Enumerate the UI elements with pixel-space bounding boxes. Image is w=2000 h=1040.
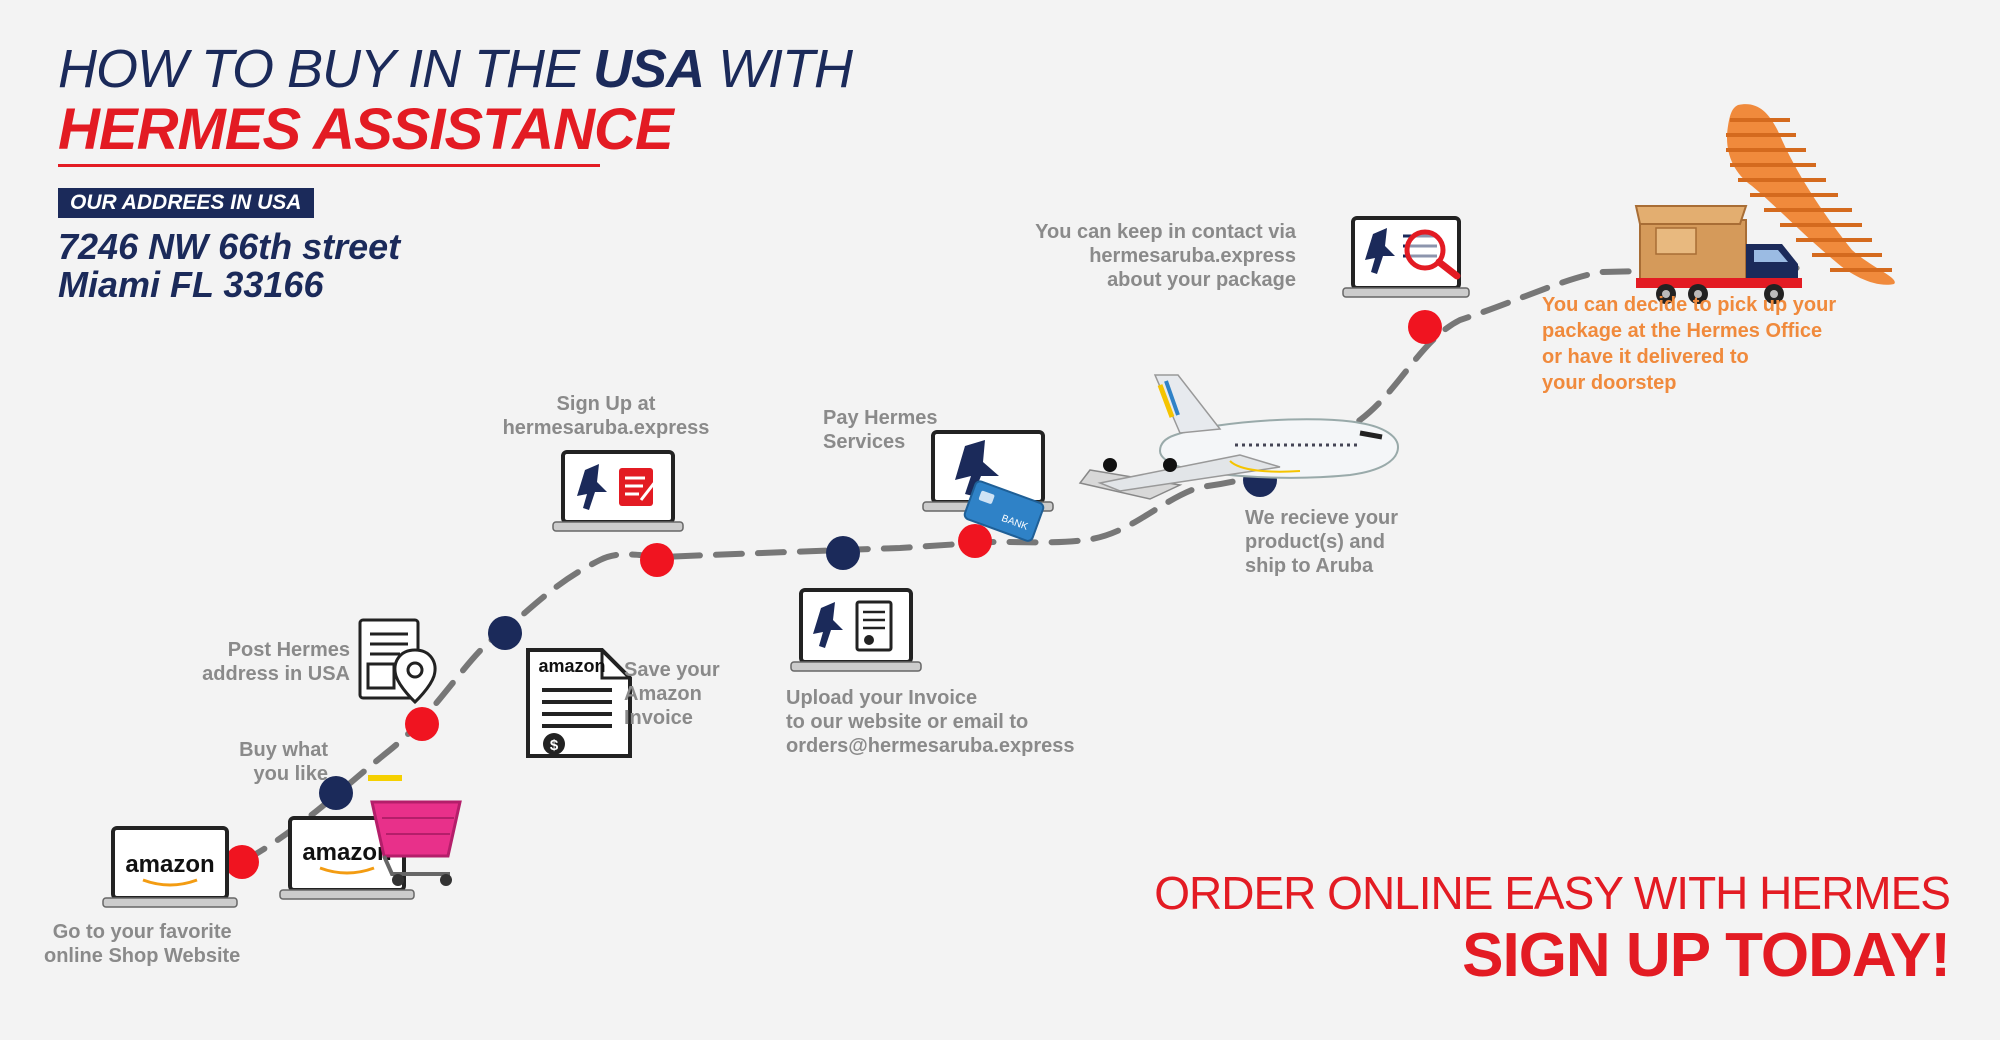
delivery-truck-icon [1634, 205, 1802, 304]
step-label-save-invoice: Save your Amazon Invoice [624, 659, 720, 729]
step-label-upload-invoice: Upload your Invoice to our website or em… [786, 687, 1075, 757]
airplane-icon [1078, 374, 1400, 500]
svg-text:$: $ [550, 737, 559, 754]
title-divider [58, 164, 600, 167]
hermes-runner-icon [577, 464, 607, 510]
step-label-pay: Pay Hermes Services [823, 407, 938, 453]
step-label-receive: We recieve your product(s) and ship to A… [1245, 507, 1399, 577]
laptop-signup-icon [552, 450, 684, 532]
cta-sign-up[interactable]: SIGN UP TODAY! [1462, 921, 1951, 990]
document-location-icon [358, 618, 437, 705]
laptop-payment-icon: BANK [922, 430, 1054, 542]
bank-card-icon: BANK [963, 480, 1045, 542]
laptop-tracking-icon [1342, 216, 1470, 298]
amazon-logo-text: amazon [125, 851, 214, 878]
address-badge: OUR ADDREES IN USA [58, 188, 314, 218]
page-title-brand: HERMES ASSISTANCE [58, 97, 674, 162]
dollar-coin-icon [543, 733, 565, 755]
step-dot-navy [319, 776, 353, 810]
magnifier-icon [1404, 229, 1446, 271]
step-dot-navy [488, 616, 522, 650]
step-dot-navy [826, 536, 860, 570]
step-label-contact: You can keep in contact via hermesaruba.… [1035, 221, 1296, 291]
laptop-amazon-cart-icon: amazon [279, 816, 415, 900]
hermes-runner-icon [955, 440, 999, 496]
step-label-post-address: Post Hermes address in USA [202, 639, 350, 685]
step-dot-red [225, 845, 259, 879]
hermes-runner-icon [1365, 228, 1395, 274]
cta-tagline: ORDER ONLINE EASY WITH HERMES [1154, 867, 1951, 919]
step-label-sign-up: Sign Up at hermesaruba.express [502, 393, 710, 439]
step-dot-red [405, 707, 439, 741]
step-dot-red [1408, 310, 1442, 344]
laptop-amazon-icon: amazon [102, 826, 238, 908]
step-dot-red [958, 524, 992, 558]
step-dot-red [640, 543, 674, 577]
step-label-go-to-shop: Go to your favorite online Shop Website [44, 921, 241, 967]
hermes-runner-icon [813, 602, 843, 648]
amazon-logo-text: amazon [538, 656, 605, 676]
page-title: HOW TO BUY IN THE USA WITH [58, 39, 853, 99]
aruba-island-icon [1726, 104, 1895, 285]
amazon-logo-text: amazon [302, 839, 391, 866]
step-label-buy: Buy what you like [239, 739, 328, 785]
shopping-cart-icon [368, 775, 462, 886]
usa-address: 7246 NW 66th street Miami FL 33166 [58, 226, 401, 305]
step-label-pickup: You can decide to pick up your package a… [1542, 294, 1837, 394]
invoice-mini-icon [855, 600, 893, 652]
amazon-invoice-icon: amazon $ [526, 648, 632, 758]
laptop-upload-invoice-icon [790, 588, 922, 672]
